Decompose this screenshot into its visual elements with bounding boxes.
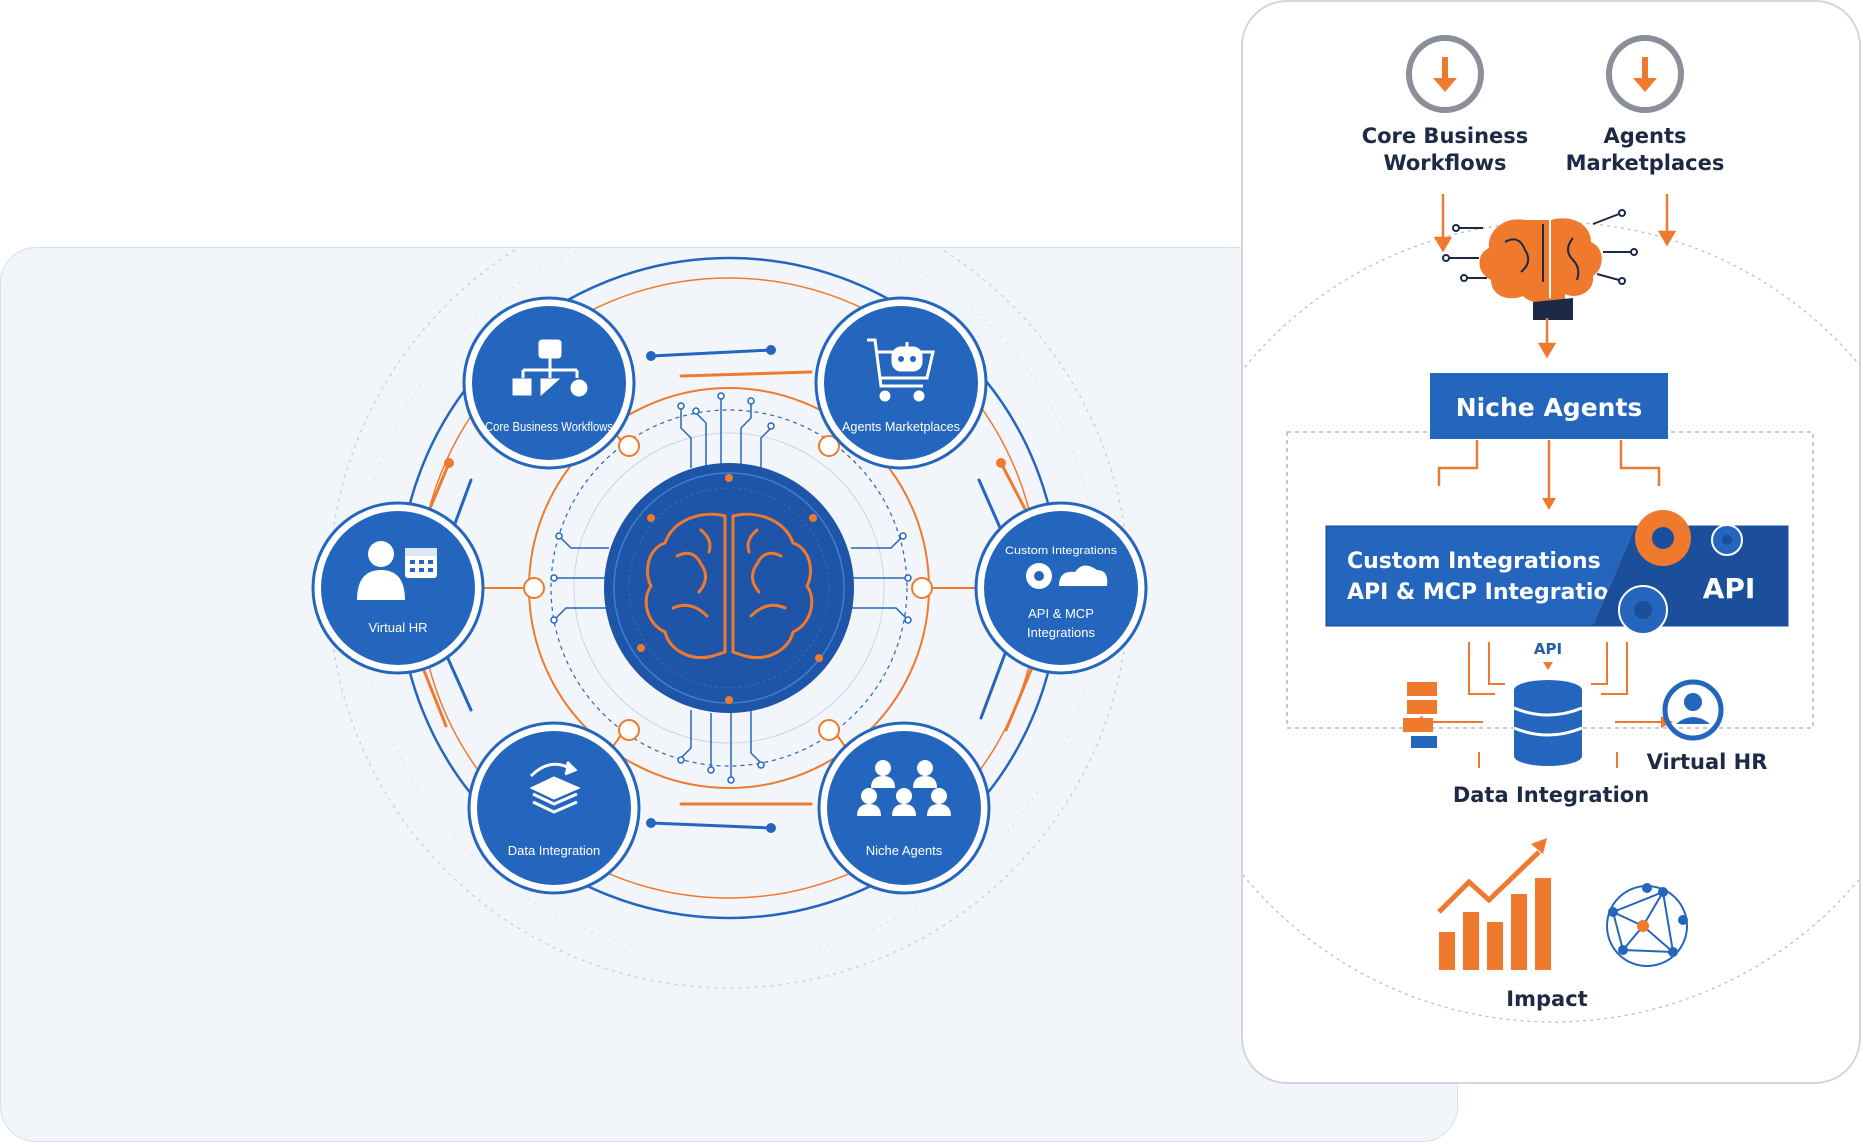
ai-brain-core xyxy=(604,463,854,713)
input-market-icon xyxy=(1606,35,1684,113)
node-label-hr: Virtual HR xyxy=(368,620,427,635)
network-center-node xyxy=(1637,920,1649,932)
flow-diagram: Core Business Workflows Agents Marketpla… xyxy=(1243,35,1859,1023)
input-arrows xyxy=(1433,194,1677,253)
input-core-icon xyxy=(1406,35,1484,113)
node-label-core: Core Business Workflows xyxy=(485,419,613,434)
brain-to-niche-arrow xyxy=(1537,318,1557,359)
custom-line2: API & MCP Integrations xyxy=(1347,580,1637,605)
impact-chart-icon xyxy=(1437,838,1551,970)
api-badge-label: API xyxy=(1703,572,1756,605)
brain-icon xyxy=(644,512,814,659)
api-arrow-head xyxy=(1543,662,1553,670)
niche-branch-lines xyxy=(1437,440,1661,502)
node-label-custom-1: Custom Integrations xyxy=(1005,545,1118,557)
circuit-traces xyxy=(555,398,907,778)
node-virtual-hr[interactable]: Virtual HR xyxy=(311,501,485,675)
flow-diagram-card: Core Business Workflows Agents Marketpla… xyxy=(1241,0,1861,1084)
agents-group-icon xyxy=(857,760,951,816)
niche-agents-box[interactable]: Niche Agents xyxy=(1430,373,1668,439)
hub-diagram-card: Core Business Workflows Agents Marketpla… xyxy=(0,247,1458,1142)
spoke-joints xyxy=(523,435,933,741)
node-core-business-workflows[interactable]: Core Business Workflows xyxy=(462,296,636,470)
input-core-line2: Workflows xyxy=(1383,151,1506,175)
node-label-niche: Niche Agents xyxy=(866,843,943,858)
node-label-data: Data Integration xyxy=(508,843,601,858)
gear-icon xyxy=(1618,510,1743,635)
hub-diagram: Core Business Workflows Agents Marketpla… xyxy=(311,248,1148,989)
node-agents-marketplaces[interactable]: Agents Marketplaces xyxy=(814,296,988,470)
node-niche-agents[interactable]: Niche Agents xyxy=(817,721,991,895)
custom-line1: Custom Integrations xyxy=(1347,549,1601,574)
api-small-label: API xyxy=(1534,640,1562,658)
data-blocks-icon xyxy=(1403,682,1437,748)
db-connection-lines xyxy=(1423,642,1663,768)
node-custom-integrations[interactable]: Custom Integrations API & MCP Integratio… xyxy=(974,501,1148,675)
workflow-icon xyxy=(512,339,588,397)
impact-label: Impact xyxy=(1506,987,1587,1011)
virtual-hr-label: Virtual HR xyxy=(1647,750,1768,774)
data-integration-label: Data Integration xyxy=(1453,783,1649,807)
node-data-integration[interactable]: Data Integration xyxy=(467,721,641,895)
data-sync-icon xyxy=(529,760,581,814)
niche-arrow-head xyxy=(1542,498,1556,510)
node-label-market: Agents Marketplaces xyxy=(842,419,960,434)
node-label-custom-2: API & MCP xyxy=(1028,606,1094,621)
input-market-line2: Marketplaces xyxy=(1566,151,1725,175)
database-icon xyxy=(1513,680,1583,766)
cart-robot-icon xyxy=(867,338,935,402)
virtual-hr-icon xyxy=(1662,679,1724,741)
niche-agents-label: Niche Agents xyxy=(1456,393,1643,422)
input-market-line1: Agents xyxy=(1603,124,1686,148)
brain-icon xyxy=(1442,209,1638,320)
input-core-line1: Core Business xyxy=(1362,124,1529,148)
circuit-pins xyxy=(550,392,912,784)
network-nodes xyxy=(1608,883,1688,957)
integration-zone xyxy=(1286,431,1814,729)
node-label-custom-3: Integrations xyxy=(1027,625,1095,640)
custom-integrations-box[interactable]: Custom Integrations API & MCP Integratio… xyxy=(1325,510,1789,635)
